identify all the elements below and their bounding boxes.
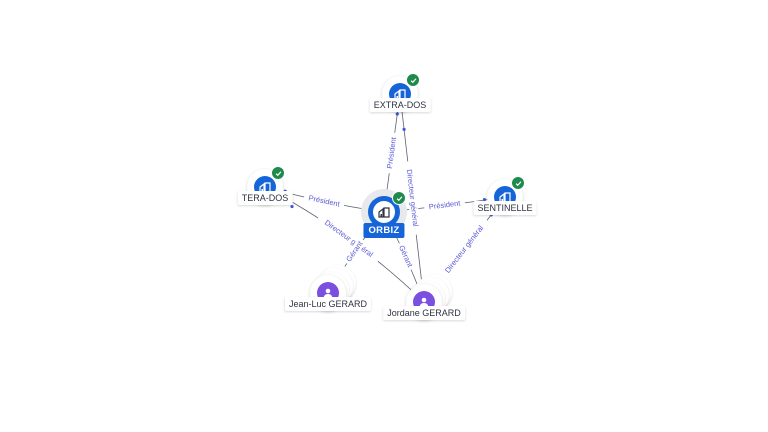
edge-label-bg [403,160,422,236]
edge-arrow-icon [482,197,487,202]
edge-label-bg [438,217,491,282]
node-label: TERA-DOS [237,191,293,205]
map-pin-marker [368,191,406,228]
verified-check-icon [511,176,525,190]
edge-label: Président [385,136,398,170]
verified-check-icon [271,166,285,180]
edge-label: Gérant [397,244,415,269]
edge-label: Président [428,198,461,211]
edge-label: Président [308,193,342,209]
main-node-label: ORBIZ [363,223,405,238]
node-jean-luc-gerard[interactable]: Jean-Luc GERARD [284,265,372,311]
edge-arrow-icon [290,204,294,209]
edge-label-bg [303,192,346,210]
node-jordane-gerard[interactable]: Jordane GERARD [383,274,465,320]
edge-arrow-icon [395,112,399,116]
node-label: SENTINELLE [473,201,537,215]
verified-check-icon [406,73,420,87]
edge-label: Directeur général [443,223,485,274]
edge-label-bg [316,213,382,264]
edge-label-bg [395,241,416,272]
edge-label-bg [423,198,466,212]
node-label: Jean-Luc GERARD [284,297,372,311]
edge-label: Directeur général [405,169,421,228]
building-icon [373,201,395,223]
edge-label-bg [342,237,367,266]
edge-label-bg [384,132,399,174]
node-sentinelle[interactable]: SENTINELLE [473,176,537,215]
node-orbiz-main[interactable]: ORBIZ [361,189,407,238]
node-tera-dos[interactable]: TERA-DOS [237,166,293,205]
node-extra-dos[interactable]: EXTRA-DOS [369,73,431,112]
node-label: Jordane GERARD [383,306,465,320]
node-label: EXTRA-DOS [369,98,431,112]
edge-arrow-icon [402,127,406,131]
verified-check-icon [392,191,406,205]
